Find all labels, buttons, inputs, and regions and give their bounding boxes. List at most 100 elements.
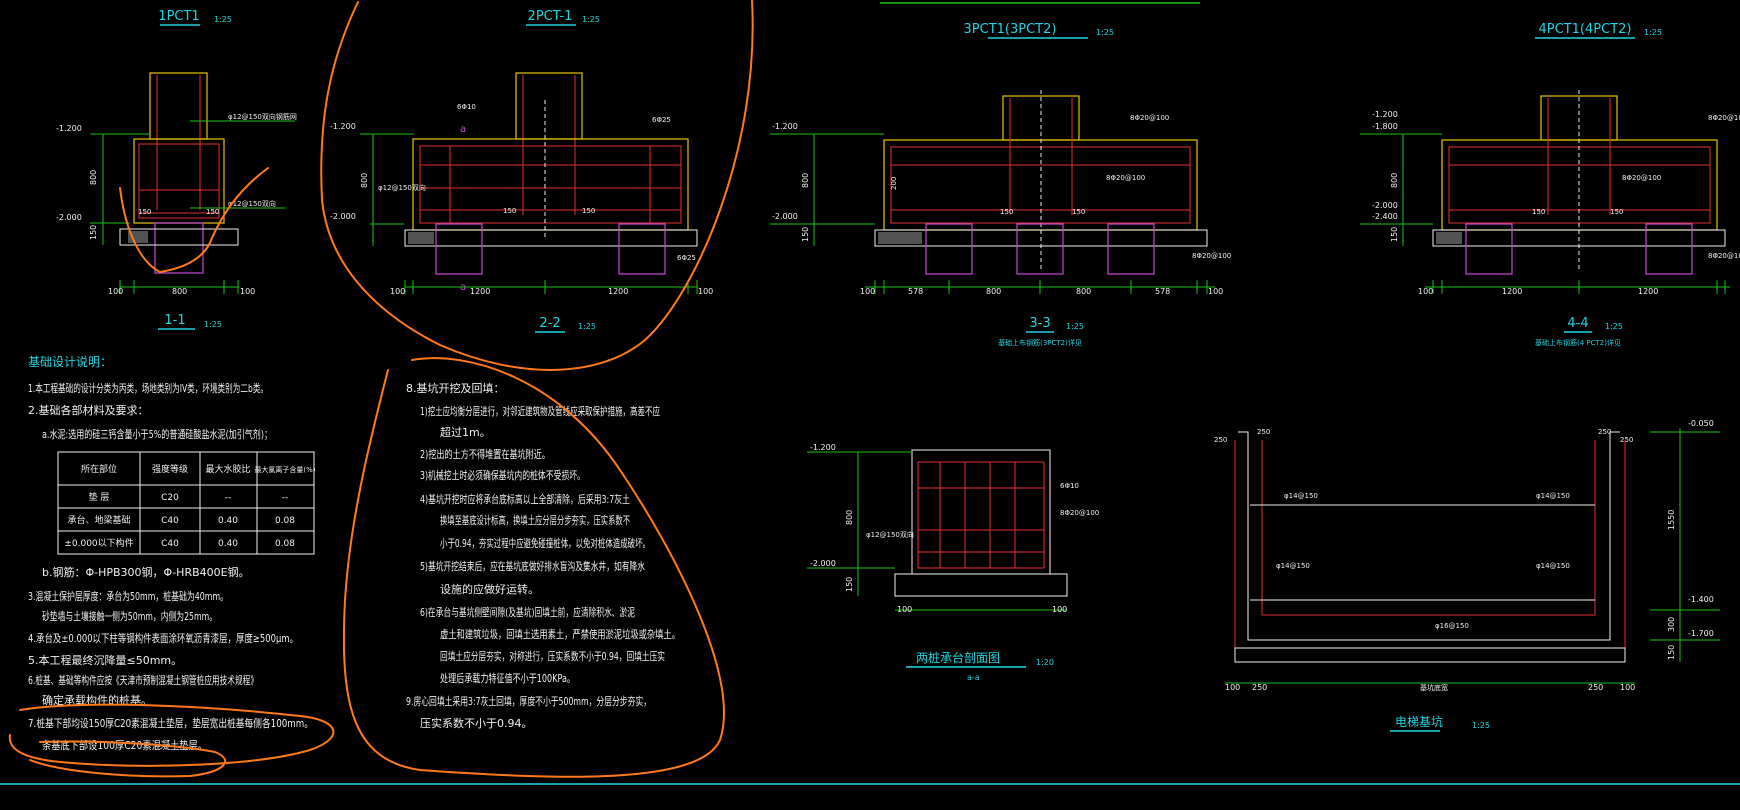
- markup-loop-notes-left-b: [29, 740, 227, 778]
- svg-text:3)机械挖土时必须确保基坑内的桩体不受损坏。: 3)机械挖土时必须确保基坑内的桩体不受损坏。: [420, 468, 585, 482]
- title-1pct1: 1PCT1: [158, 9, 199, 24]
- svg-text:800: 800: [986, 287, 1001, 296]
- svg-text:578: 578: [1155, 287, 1170, 296]
- svg-text:1:25: 1:25: [1096, 28, 1114, 37]
- svg-text:5)基坑开挖结束后，应在基坑底做好排水盲沟及集水井，如有降水: 5)基坑开挖结束后，应在基坑底做好排水盲沟及集水井，如有降水: [420, 559, 645, 573]
- svg-text:150: 150: [503, 207, 516, 215]
- label-two-pile-cap: 两桩承台剖面图: [916, 650, 1000, 665]
- svg-text:100: 100: [1620, 683, 1635, 692]
- table-cell: 0.40: [218, 516, 238, 526]
- svg-text:1200: 1200: [470, 287, 490, 296]
- markup-loop-notes-left: [8, 703, 335, 767]
- svg-text:800: 800: [172, 287, 187, 296]
- svg-text:100: 100: [390, 287, 405, 296]
- svg-text:1550: 1550: [1667, 510, 1676, 530]
- svg-text:8Φ20@100: 8Φ20@100: [1106, 174, 1145, 182]
- svg-text:100: 100: [1208, 287, 1223, 296]
- table-cell: --: [282, 493, 289, 503]
- svg-text:8Φ20@100: 8Φ20@100: [1060, 509, 1099, 517]
- svg-text:100: 100: [860, 287, 875, 296]
- markup-loop-2-2: [320, 0, 754, 371]
- design-notes-left: 基础设计说明： 1.本工程基础的设计分类为丙类，场地类别为IV类，环境类别为二b…: [28, 354, 313, 752]
- table-header-cell: 最大氯离子含量(%): [254, 465, 315, 474]
- svg-text:-2.400: -2.400: [1372, 212, 1398, 221]
- table-cell: 承台、地梁基础: [67, 514, 130, 526]
- markup-circle-1-1: [119, 167, 269, 274]
- section-2-2: 2PCT-1 1:25 a a 6Φ10 6Φ25 6Φ25 -1.200 -2…: [330, 9, 713, 333]
- svg-text:8.基坑开挖及回填：: 8.基坑开挖及回填：: [406, 381, 505, 395]
- svg-text:800: 800: [1076, 287, 1091, 296]
- svg-text:1:25: 1:25: [1605, 322, 1623, 331]
- svg-text:b.钢筋：Φ-HPB300钢，Φ-HRB400E钢。: b.钢筋：Φ-HPB300钢，Φ-HRB400E钢。: [42, 565, 250, 579]
- svg-text:150: 150: [1667, 645, 1676, 660]
- svg-text:150: 150: [845, 577, 854, 592]
- svg-text:8Φ20@100: 8Φ20@100: [1708, 114, 1740, 122]
- svg-text:φ16@150: φ16@150: [1435, 622, 1469, 630]
- svg-text:条基底下部设100厚C20素混凝土垫层。: 条基底下部设100厚C20素混凝土垫层。: [42, 738, 207, 752]
- svg-text:150: 150: [1072, 208, 1085, 216]
- label-elevator-pit: 电梯基坑: [1395, 714, 1443, 729]
- section-3-3: 3PCT1(3PCT2) 1:25 -1.200 -2.000 800 150 …: [770, 22, 1231, 347]
- svg-text:压实系数不小于0.94。: 压实系数不小于0.94。: [420, 716, 533, 730]
- svg-text:150: 150: [1390, 227, 1399, 242]
- svg-text:7.桩基下部均设150厚C20素混凝土垫层，垫层宽出桩基每侧: 7.桩基下部均设150厚C20素混凝土垫层，垫层宽出桩基每侧各100mm。: [28, 716, 313, 730]
- svg-text:1:25: 1:25: [1066, 322, 1084, 331]
- svg-text:100: 100: [1418, 287, 1433, 296]
- table-cell: 0.08: [275, 516, 295, 526]
- table-cell: 0.08: [275, 539, 295, 549]
- svg-text:1200: 1200: [1638, 287, 1658, 296]
- scale-1pct1: 1:25: [214, 15, 232, 24]
- svg-text:1:25: 1:25: [1644, 28, 1662, 37]
- table-cell: C20: [161, 493, 179, 503]
- svg-text:1:25: 1:25: [578, 322, 596, 331]
- svg-text:150: 150: [1532, 208, 1545, 216]
- svg-text:1200: 1200: [1502, 287, 1522, 296]
- svg-text:250: 250: [1598, 428, 1611, 436]
- svg-text:250: 250: [1588, 683, 1603, 692]
- svg-text:φ14@150: φ14@150: [1284, 492, 1318, 500]
- svg-text:200: 200: [890, 177, 898, 190]
- svg-text:φ12@150双向: φ12@150双向: [228, 199, 276, 208]
- svg-text:9.房心回填土采用3:7灰土回填，厚度不小于500mm，分层: 9.房心回填土采用3:7灰土回填，厚度不小于500mm，分层分步夯实，: [406, 694, 651, 708]
- table-cell: ±0.000以下构件: [64, 537, 133, 549]
- table-cell: C40: [161, 539, 179, 549]
- label-3-3: 3-3: [1029, 316, 1050, 331]
- label-4-4: 4-4: [1567, 316, 1588, 331]
- svg-text:a: a: [460, 124, 466, 135]
- title-4pct: 4PCT1(4PCT2): [1539, 22, 1632, 37]
- svg-text:小于0.94，夯实过程中应避免碰撞桩体，以免对桩体造成破坏。: 小于0.94，夯实过程中应避免碰撞桩体，以免对桩体造成破坏。: [440, 536, 650, 550]
- svg-text:100: 100: [240, 287, 255, 296]
- svg-text:1)挖土应均衡分层进行，对邻近建筑物及管线应采取保护措施，高: 1)挖土应均衡分层进行，对邻近建筑物及管线应采取保护措施，高差不应: [420, 404, 660, 418]
- svg-text:100: 100: [698, 287, 713, 296]
- svg-text:2)挖出的土方不得堆置在基坑附近。: 2)挖出的土方不得堆置在基坑附近。: [420, 447, 550, 461]
- svg-text:基础上布钢筋(4 PCT2)详见: 基础上布钢筋(4 PCT2)详见: [1535, 338, 1621, 347]
- svg-text:6Φ25: 6Φ25: [652, 116, 671, 124]
- svg-text:-1.200: -1.200: [772, 122, 798, 131]
- svg-text:1:20: 1:20: [1036, 658, 1054, 667]
- svg-text:100: 100: [1225, 683, 1240, 692]
- svg-text:-2.000: -2.000: [330, 212, 356, 221]
- svg-text:100: 100: [108, 287, 123, 296]
- svg-text:800: 800: [89, 170, 98, 185]
- two-pile-cap-section: -1.200 -2.000 800 150 φ12@150双向 6Φ10 8Φ2…: [807, 443, 1099, 682]
- svg-text:100: 100: [1052, 605, 1067, 614]
- svg-text:800: 800: [1390, 173, 1399, 188]
- notes-heading: 基础设计说明：: [28, 354, 112, 369]
- svg-text:6Φ10: 6Φ10: [1060, 482, 1079, 490]
- markup-loop-notes-mid: [342, 357, 725, 778]
- svg-text:800: 800: [801, 173, 810, 188]
- svg-text:100: 100: [897, 605, 912, 614]
- svg-text:-1.700: -1.700: [1688, 629, 1714, 638]
- svg-text:150: 150: [206, 208, 219, 216]
- table-header-cell: 最大水胶比: [205, 463, 250, 475]
- svg-text:150: 150: [89, 225, 98, 240]
- svg-text:φ12@150双向: φ12@150双向: [866, 530, 914, 539]
- table-cell: 垫 层: [89, 491, 110, 503]
- svg-text:8Φ20@100: 8Φ20@100: [1708, 252, 1740, 260]
- svg-text:800: 800: [845, 510, 854, 525]
- svg-text:回填土应分层夯实，对称进行，压实系数不小于0.94，回填土压: 回填土应分层夯实，对称进行，压实系数不小于0.94，回填土压实: [440, 649, 665, 663]
- svg-text:φ12@150双向钢筋网: φ12@150双向钢筋网: [228, 112, 297, 121]
